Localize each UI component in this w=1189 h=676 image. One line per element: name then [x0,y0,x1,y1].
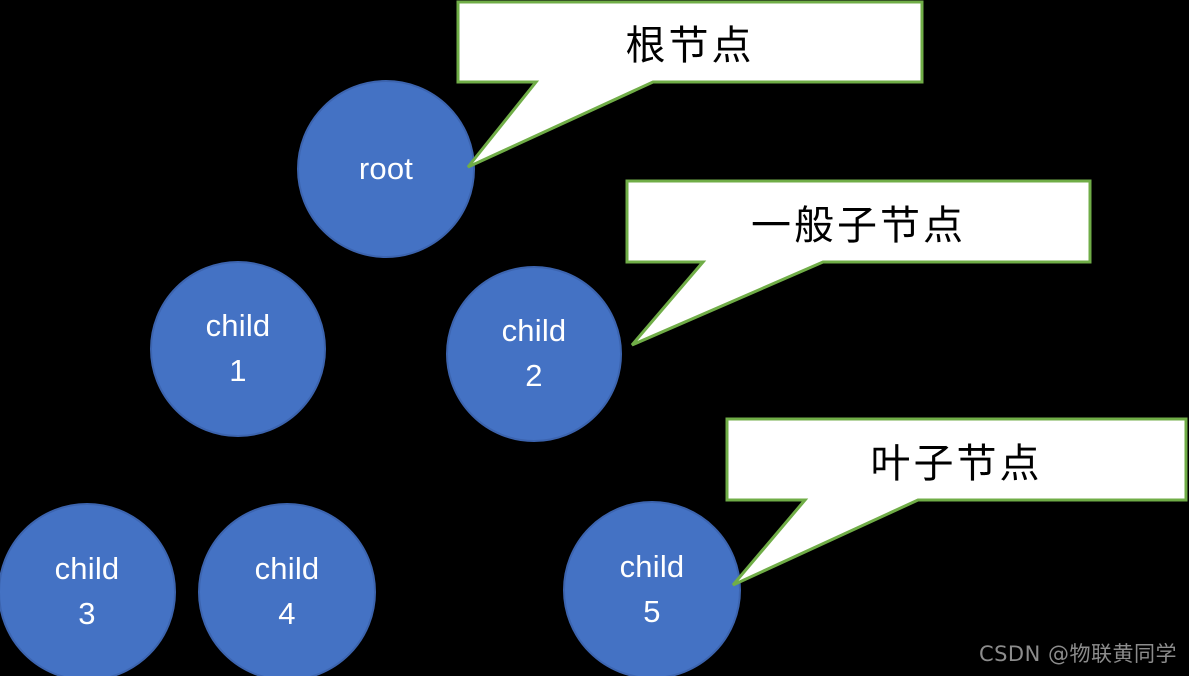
tree-node-child1[interactable] [150,261,326,437]
tree-node-child3[interactable] [0,503,176,676]
tree-node-child4[interactable] [198,503,376,676]
watermark-text: CSDN @物联黄同学 [978,642,1177,666]
tree-node-root[interactable] [297,80,475,258]
tree-node-child5[interactable] [563,501,741,676]
callout-shapes-group [456,0,1188,587]
callout-text-root-callout: 根节点 [625,23,755,69]
tree-node-child2[interactable] [446,266,622,442]
callout-shape-root-callout[interactable] [456,0,924,169]
callout-shape-general-child-callout[interactable] [625,179,1092,347]
callout-text-general-child-callout: 一般子节点 [751,202,966,249]
tree-nodes-group [0,80,741,676]
callout-shape-leaf-callout[interactable] [725,417,1188,587]
callout-text-leaf-callout: 叶子节点 [870,440,1043,487]
